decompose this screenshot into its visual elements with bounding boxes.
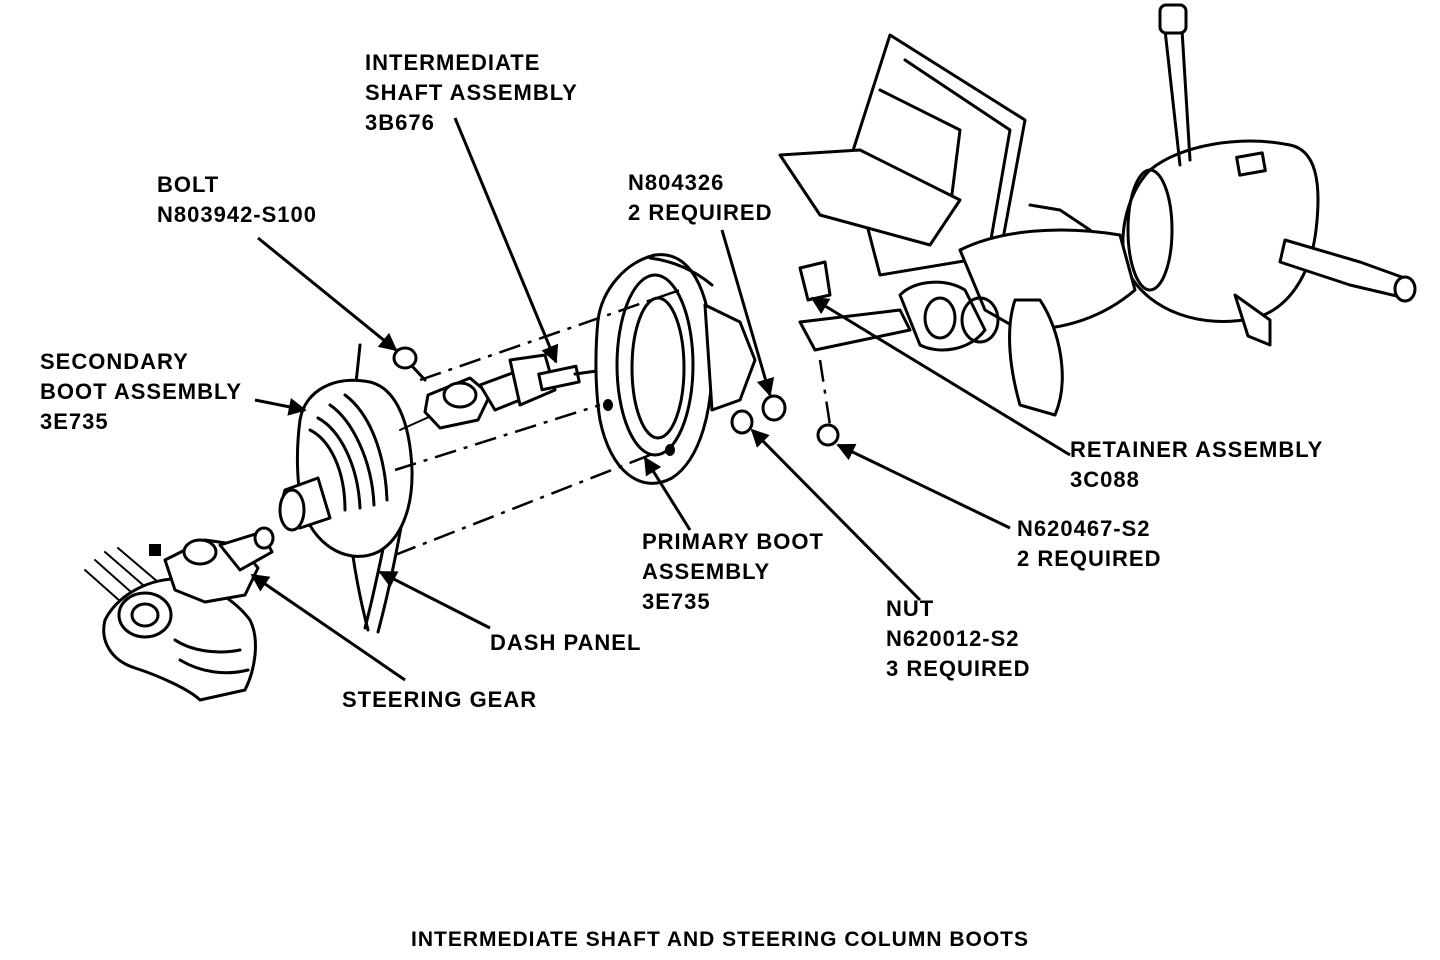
primary-boot-illustration bbox=[594, 253, 757, 485]
steering-gear-label: STEERING GEAR bbox=[342, 687, 538, 712]
dash-panel-label: DASH PANEL bbox=[490, 630, 642, 655]
primary-boot-label: PRIMARY BOOT ASSEMBLY 3E735 bbox=[642, 529, 824, 614]
n620467-part bbox=[816, 423, 840, 447]
bolt-label: BOLT N803942-S100 bbox=[157, 172, 318, 227]
figure-caption: INTERMEDIATE SHAFT AND STEERING COLUMN B… bbox=[411, 928, 1029, 951]
secondary-boot-label: SECONDARY BOOT ASSEMBLY 3E735 bbox=[40, 349, 243, 434]
secondary-boot-illustration bbox=[278, 378, 441, 558]
intermediate-shaft-label: INTERMEDIATE SHAFT ASSEMBLY 3B676 bbox=[365, 50, 578, 135]
nut-part bbox=[730, 409, 754, 435]
n804326-label: N804326 2 REQUIRED bbox=[628, 170, 773, 225]
n620467-label: N620467-S2 2 REQUIRED bbox=[1017, 516, 1162, 571]
retainer-assembly-label: RETAINER ASSEMBLY 3C088 bbox=[1070, 437, 1324, 492]
leader-lines bbox=[250, 117, 1071, 682]
n804326-part bbox=[761, 394, 787, 422]
intermediate-shaft-illustration bbox=[392, 346, 658, 430]
steering-gear-illustration bbox=[84, 526, 275, 702]
steering-column-illustration bbox=[778, 3, 1417, 417]
nut-label: NUT N620012-S2 3 REQUIRED bbox=[886, 596, 1031, 681]
